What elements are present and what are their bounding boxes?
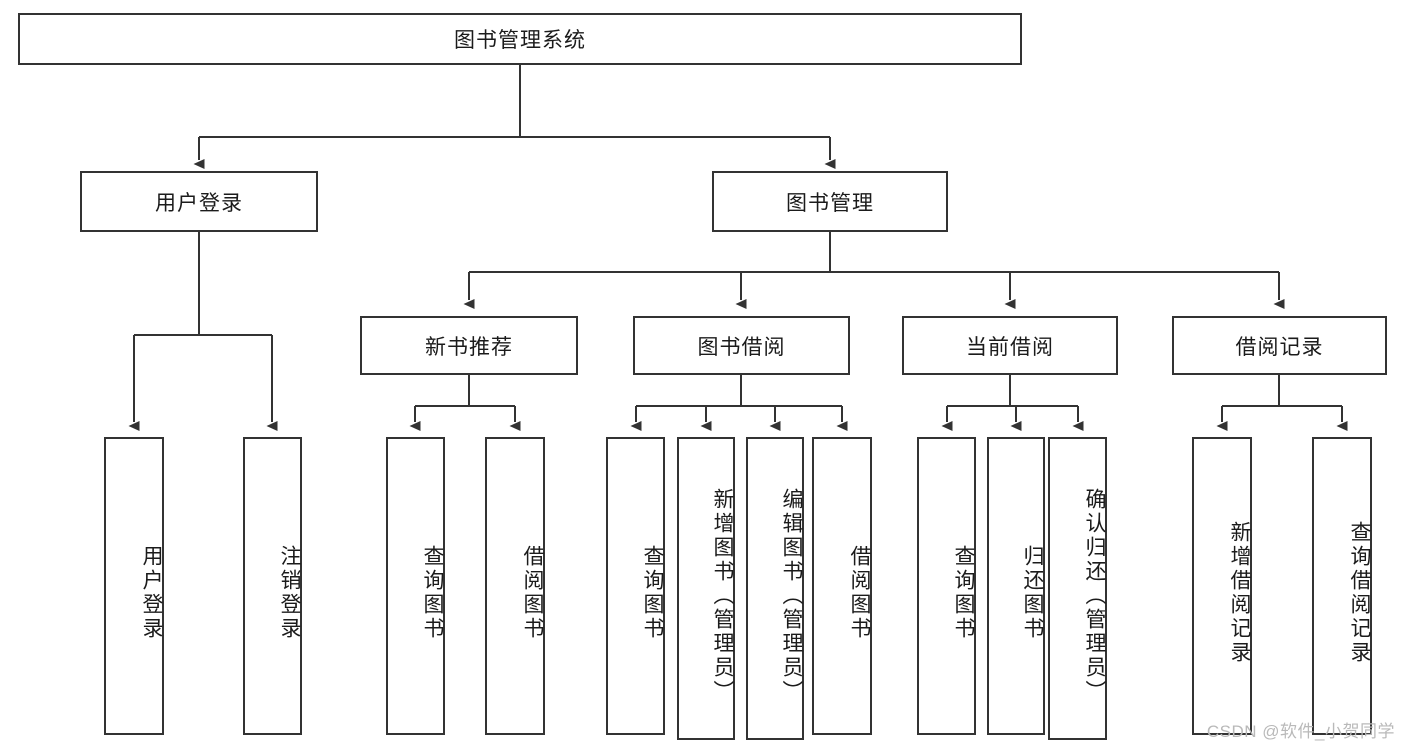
node-current-borrow[interactable]: 当前借阅 <box>902 316 1118 375</box>
node-leaf-query-book-cb[interactable]: 查询图书 <box>917 437 976 735</box>
leaf-label: 借阅图书 <box>848 545 871 641</box>
node-leaf-edit-book-admin[interactable]: 编辑图书（管理员） <box>746 437 804 740</box>
leaf-label: 查询借阅记录 <box>1348 521 1371 665</box>
node-leaf-confirm-return[interactable]: 确认归还（管理员） <box>1048 437 1107 740</box>
leaf-label: 确认归还（管理员） <box>1083 487 1106 704</box>
leaf-label: 归还图书 <box>1021 545 1044 641</box>
node-book-manage[interactable]: 图书管理 <box>712 171 948 232</box>
leaf-label: 查询图书 <box>641 545 664 641</box>
node-book-borrow-label: 图书借阅 <box>697 335 786 359</box>
node-leaf-borrow-book-new[interactable]: 借阅图书 <box>485 437 545 735</box>
node-borrow-record[interactable]: 借阅记录 <box>1172 316 1387 375</box>
node-leaf-query-borrow-record[interactable]: 查询借阅记录 <box>1312 437 1372 735</box>
watermark-text: CSDN @软件_小贺同学 <box>1206 722 1395 741</box>
node-leaf-user-login[interactable]: 用户登录 <box>104 437 164 735</box>
node-user-login[interactable]: 用户登录 <box>80 171 318 232</box>
node-current-borrow-label: 当前借阅 <box>966 335 1054 359</box>
node-leaf-query-book-bb[interactable]: 查询图书 <box>606 437 665 735</box>
book-manage-to-level3-connectors <box>463 232 1285 309</box>
node-root[interactable]: 图书管理系统 <box>18 13 1022 65</box>
borrow-record-to-leaves-connectors <box>1216 375 1348 431</box>
book-borrow-to-leaves-connectors <box>630 375 848 431</box>
new-book-recommend-to-leaves-connectors <box>409 375 521 431</box>
leaf-label: 查询图书 <box>421 545 444 641</box>
leaf-label: 新增借阅记录 <box>1228 521 1251 665</box>
node-leaf-return-book[interactable]: 归还图书 <box>987 437 1045 735</box>
leaf-label: 用户登录 <box>140 545 163 641</box>
node-borrow-record-label: 借阅记录 <box>1235 335 1324 359</box>
node-leaf-add-borrow-record[interactable]: 新增借阅记录 <box>1192 437 1252 735</box>
node-new-book-recommend[interactable]: 新书推荐 <box>360 316 578 375</box>
node-leaf-add-book-admin[interactable]: 新增图书（管理员） <box>677 437 735 740</box>
node-book-borrow[interactable]: 图书借阅 <box>633 316 850 375</box>
user-login-to-leaves-connectors <box>128 232 278 431</box>
node-leaf-logout-login[interactable]: 注销登录 <box>243 437 302 735</box>
node-new-book-recommend-label: 新书推荐 <box>425 335 513 359</box>
node-root-label: 图书管理系统 <box>454 29 586 52</box>
node-leaf-query-book-new[interactable]: 查询图书 <box>386 437 445 735</box>
leaf-label: 注销登录 <box>278 545 301 641</box>
leaf-label: 新增图书（管理员） <box>711 487 734 704</box>
current-borrow-to-leaves-connectors <box>941 375 1084 431</box>
root-to-level2-connectors <box>193 65 836 169</box>
leaf-label: 查询图书 <box>952 545 975 641</box>
leaf-label: 编辑图书（管理员） <box>780 487 803 704</box>
node-leaf-borrow-book-bb[interactable]: 借阅图书 <box>812 437 872 735</box>
leaf-label: 借阅图书 <box>521 545 544 641</box>
node-user-login-label: 用户登录 <box>155 191 243 215</box>
node-book-manage-label: 图书管理 <box>786 191 874 215</box>
